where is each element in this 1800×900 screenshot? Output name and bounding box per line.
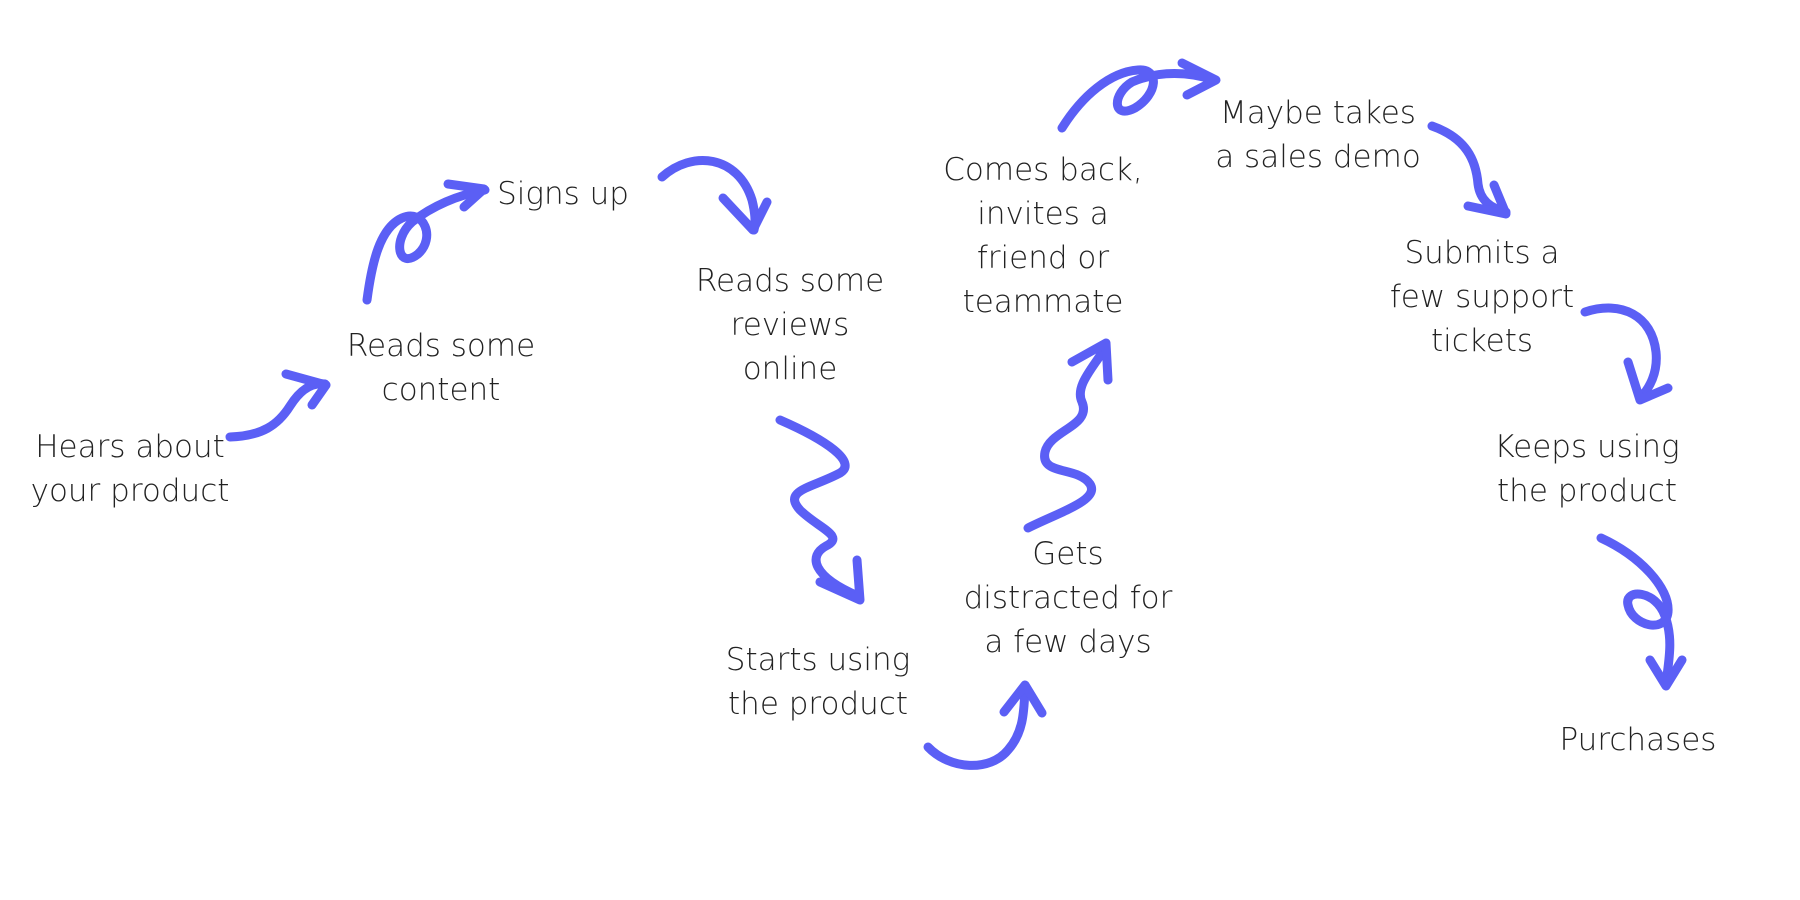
arrow-signup-to-reviews bbox=[657, 156, 772, 235]
step-comes-back: Comes back, invites a friend or teammate bbox=[943, 152, 1143, 320]
arrow-starts-to-distracted bbox=[923, 680, 1047, 770]
arrow-hears-to-content bbox=[225, 369, 331, 442]
step-signs-up: Signs up bbox=[497, 176, 629, 212]
arrow-reviews-to-starts bbox=[775, 415, 865, 605]
step-purchases: Purchases bbox=[1559, 722, 1717, 758]
step-support-tickets: Submits a few support tickets bbox=[1389, 235, 1575, 359]
step-reads-reviews: Reads some reviews online bbox=[695, 263, 885, 387]
step-starts-using: Starts using the product bbox=[725, 642, 911, 722]
arrow-demo-to-tickets bbox=[1427, 121, 1511, 219]
arrow-comesback-to-demo bbox=[1057, 58, 1221, 133]
arrow-content-to-signup bbox=[362, 179, 490, 305]
arrow-tickets-to-keeps bbox=[1580, 303, 1673, 405]
step-sales-demo: Maybe takes a sales demo bbox=[1215, 95, 1421, 175]
step-keeps-using: Keeps using the product bbox=[1494, 429, 1680, 509]
step-reads-content: Reads some content bbox=[346, 328, 536, 408]
arrow-distracted-to-comesback bbox=[1023, 338, 1113, 533]
step-gets-distracted: Gets distracted for a few days bbox=[963, 536, 1173, 660]
step-hears-about: Hears about your product bbox=[30, 429, 230, 509]
arrow-keeps-to-purchases bbox=[1596, 533, 1687, 691]
